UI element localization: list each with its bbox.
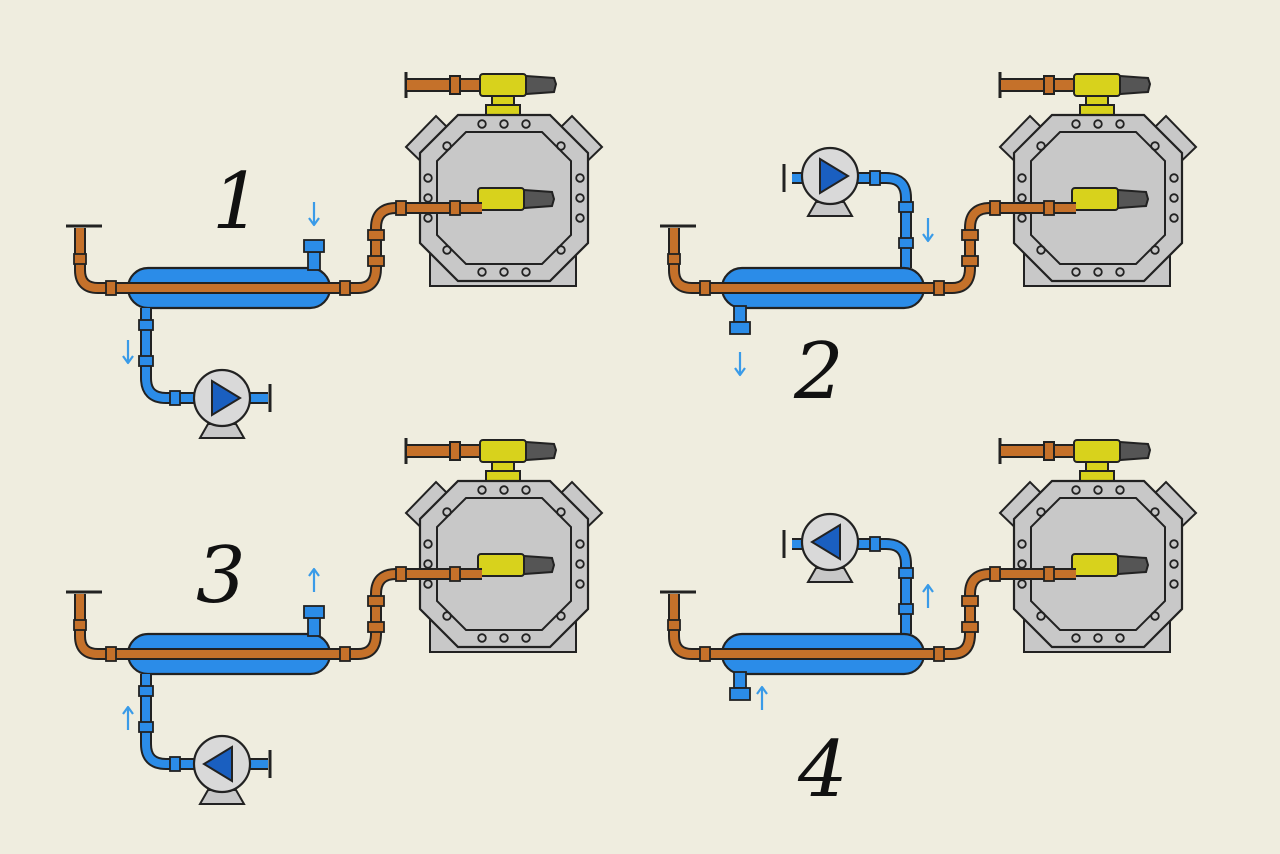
panel-1: 1 <box>66 70 604 440</box>
panel-4: 4 <box>660 436 1198 815</box>
panel-3: 3 <box>66 436 604 806</box>
pump-icon <box>192 734 252 806</box>
flow-arrow-icon <box>921 583 935 610</box>
flow-arrow-icon <box>121 705 135 732</box>
panel-2: 2 <box>660 70 1198 417</box>
compressor-icon <box>998 436 1198 654</box>
pump-icon <box>800 146 860 218</box>
flow-arrow-icon <box>121 338 135 365</box>
panel-number: 2 <box>793 327 844 417</box>
pump-icon <box>800 512 860 584</box>
panel-number: 4 <box>797 725 848 815</box>
compressor-icon <box>404 70 604 288</box>
compressor-icon <box>404 436 604 654</box>
compressor-icon <box>998 70 1198 288</box>
panel-number: 1 <box>212 157 262 247</box>
panel-number: 3 <box>196 531 246 621</box>
flow-arrow-icon <box>921 216 935 243</box>
flow-arrow-icon <box>307 200 321 227</box>
flow-arrow-icon <box>755 685 769 712</box>
pump-icon <box>192 368 252 440</box>
flow-arrow-icon <box>733 350 747 377</box>
flow-arrow-icon <box>307 567 321 594</box>
